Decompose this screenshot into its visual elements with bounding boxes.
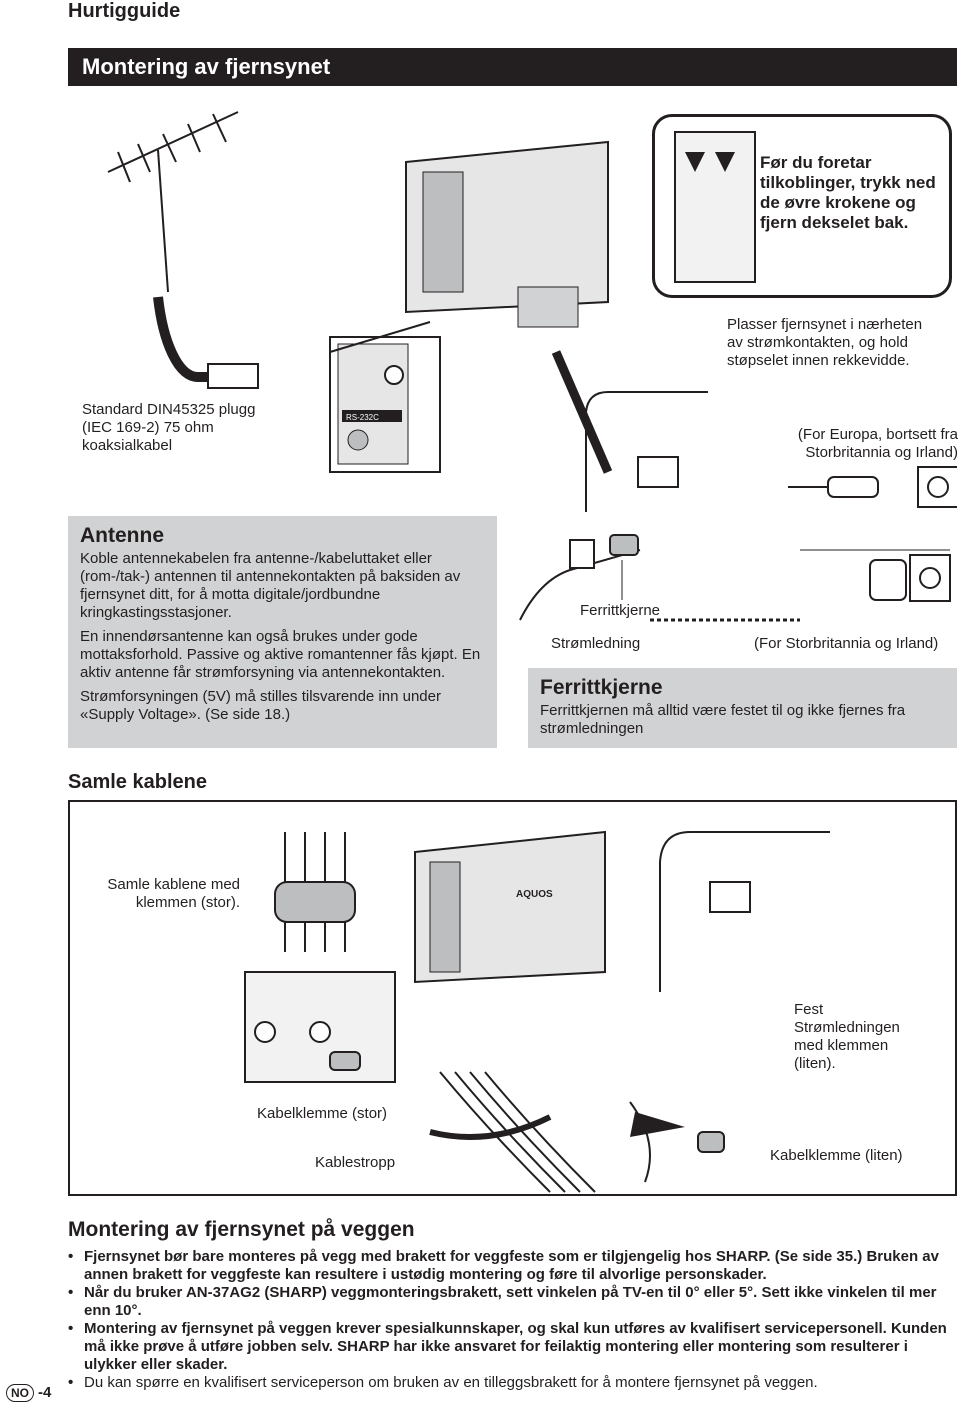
tv-back-icon [405, 140, 609, 328]
fasten-small-note: Fest Strømledningen med klemmen (liten). [794, 1001, 900, 1072]
clamp-large-note: Samle kablene med klemmen (stor). [107, 876, 240, 911]
section-title-bar: Montering av fjernsynet [68, 48, 957, 86]
coax-plug-icon [207, 363, 259, 389]
wall-bullet: Når du bruker AN-37AG2 (SHARP) veggmonte… [68, 1284, 957, 1320]
antenna-paragraph: Koble antennekabelen fra antenne-/kabelu… [80, 550, 461, 621]
tv-back-icon: AQUOS [414, 830, 606, 984]
cable-tie-label: Kablestropp [315, 1154, 396, 1171]
wall-mount-title: Montering av fjernsynet på veggen [68, 1218, 415, 1241]
language-badge: NO [6, 1384, 34, 1402]
wall-bullet: Fjernsynet bør bare monteres på vegg med… [68, 1248, 957, 1284]
eu-plug-icon [788, 466, 957, 508]
callout-text: Før du foretar tilkoblinger, trykk ned d… [760, 153, 936, 232]
coax-cable [153, 296, 258, 382]
place-near-outlet-label: Plasser fjernsynet i nærheten av strømko… [727, 316, 923, 369]
uk-plug-icon [869, 554, 951, 602]
ferrite-text: Ferrittkjernen må alltid være festet til… [540, 702, 906, 737]
plug-standard-label: Standard DIN45325 plugg (IEC 169-2) 75 o… [82, 401, 256, 454]
antenna-title: Antenne [80, 524, 164, 547]
bundle-title: Samle kablene [68, 771, 207, 793]
antenna-port-zoom: RS-232C [329, 336, 441, 473]
cable-clamp-small-label: Kabelklemme (liten) [770, 1147, 903, 1164]
bundle-illustration: AQUOS [244, 830, 830, 1193]
bundle-frame: AQUOS Samle kablene med klemmen (stor). … [68, 800, 957, 1196]
uk-note-label: (For Storbritannia og Irland) [754, 635, 939, 652]
top-illustration: RS-232C [107, 111, 957, 512]
europe-note-label: (For Europa, bortsett fra Storbritannia … [797, 426, 958, 461]
wall-bullet: Montering av fjernsynet på veggen krever… [68, 1320, 957, 1374]
wall-mount-section: Montering av fjernsynet på veggen Fjerns… [68, 1218, 957, 1392]
power-cord-label: Strømledning [551, 635, 641, 652]
antenna-paragraph: En innendørsantenne kan også brukes unde… [80, 628, 481, 681]
ferrite-illustration [519, 534, 951, 622]
cable-tie-icon [429, 1114, 552, 1140]
ferrite-title: Ferrittkjerne [540, 676, 663, 699]
page-number-text: -4 [38, 1384, 52, 1401]
cable-clamp-large-label: Kabelklemme (stor) [257, 1105, 388, 1122]
small-clamp-icon [697, 1131, 725, 1153]
guide-title: Hurtigguide [68, 0, 181, 22]
large-clamp-icon [274, 881, 356, 923]
cover-removal-callout [652, 114, 952, 298]
antenna-paragraph: Strømforsyningen (5V) må stilles tilsvar… [80, 688, 441, 723]
svg-text:AQUOS: AQUOS [516, 889, 553, 900]
ferrite-label: Ferrittkjerne [580, 602, 661, 619]
antenna-info-box: Antenne Koble antennekabelen fra antenne… [68, 516, 497, 748]
power-socket-zoom [585, 391, 708, 512]
wall-bullet: Du kan spørre en kvalifisert servicepers… [68, 1374, 957, 1392]
cover-hooks-icon [674, 131, 756, 283]
ferrite-info-box: Ferrittkjerne Ferrittkjernen må alltid v… [528, 668, 957, 748]
page-number: NO-4 [6, 1384, 51, 1402]
antenna-icon [107, 111, 239, 293]
svg-text:RS-232C: RS-232C [346, 413, 379, 422]
ferrite-core-icon [569, 539, 595, 569]
